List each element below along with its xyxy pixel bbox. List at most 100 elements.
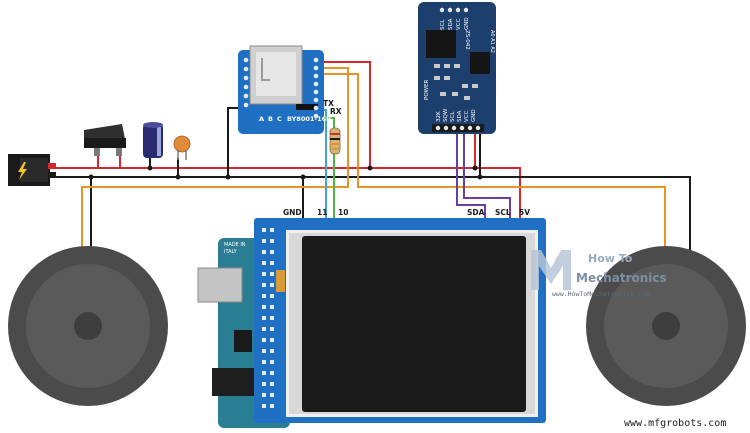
rtc-top-pin-vcc: VCC xyxy=(456,18,462,30)
rtc-pin-hole xyxy=(443,125,449,131)
rtc-smd-component xyxy=(454,64,460,68)
tft-screen xyxy=(302,236,526,412)
logo-line-1: How To xyxy=(588,252,633,265)
junction-dots xyxy=(88,165,483,180)
wire-labels: TX RX GND 11 10 SDA SCL 5V xyxy=(283,99,530,217)
shield-header-pin xyxy=(270,371,274,375)
rtc-pin-hole xyxy=(435,125,441,131)
label-pin-11: 11 xyxy=(317,208,327,217)
mp3-pin-hole xyxy=(313,57,319,63)
logo-url: www.HowToMechatronics.com xyxy=(552,290,650,298)
rtc-pin-scl: SCL xyxy=(450,111,456,122)
wire-junction xyxy=(367,165,373,171)
mp3-module: A B C BY8001-16P xyxy=(238,45,331,134)
mp3-pin-hole xyxy=(313,65,319,71)
mp3-pin-b: B xyxy=(268,115,273,123)
mp3-pin-hole xyxy=(243,84,249,90)
rtc-smd-component xyxy=(462,84,468,88)
wire-purple-sda xyxy=(456,133,486,218)
wire-purple-scl xyxy=(463,133,511,218)
arduino-italy-label: ITALY xyxy=(224,249,238,255)
shield-header-pin xyxy=(270,316,274,320)
rtc-top-pin-sda: SDA xyxy=(448,18,454,30)
wire-red-5v xyxy=(52,61,371,169)
shield-header-pin xyxy=(270,360,274,364)
wire-junction xyxy=(147,165,153,171)
wire-junction xyxy=(88,174,94,180)
mp3-pin-hole xyxy=(243,57,249,63)
shield-header-pin xyxy=(262,283,266,287)
shield-header-pin xyxy=(262,360,266,364)
shield-header-pin xyxy=(262,272,266,276)
rtc-module: SCL SDA VCC GND ZS-042 A0 A1 A2 POWER 32… xyxy=(418,2,496,134)
rtc-bottom-pin-labels: 32K SQW SCL SDA VCC GND xyxy=(436,108,477,122)
howtomechatronics-logo: How To Mechatronics www.HowToMechatronic… xyxy=(531,250,667,298)
rtc-address-labels: A0 A1 A2 xyxy=(489,30,495,53)
shield-header-pin xyxy=(262,316,266,320)
shield-header-pin xyxy=(262,393,266,397)
power-jack xyxy=(212,368,258,396)
rtc-smd-component xyxy=(472,84,478,88)
rtc-pin-hole xyxy=(467,125,473,131)
mp3-pin-hole xyxy=(313,89,319,95)
shield-header-pin xyxy=(262,382,266,386)
mp3-pin-c: C xyxy=(277,115,282,123)
rtc-pin-hole xyxy=(455,7,461,13)
arduino-made-in-label: MADE IN xyxy=(224,242,246,248)
rtc-pin-hole xyxy=(475,125,481,131)
shield-header-pin xyxy=(270,228,274,232)
watermark: www.mfgrobots.com xyxy=(624,418,726,429)
lightning-icon xyxy=(18,162,27,180)
shield-header-pin xyxy=(262,327,266,331)
rtc-power-label: POWER xyxy=(424,79,430,100)
label-tx: TX xyxy=(323,99,334,108)
shield-header-pin xyxy=(270,327,274,331)
shield-header-pin xyxy=(270,272,274,276)
rtc-pin-hole xyxy=(463,7,469,13)
shield-header-pin xyxy=(262,305,266,309)
speaker-right xyxy=(586,246,746,406)
shield-header-pin xyxy=(262,404,266,408)
shield-header-pin xyxy=(270,283,274,287)
mp3-pin-a: A xyxy=(259,115,264,123)
shield-header-pin xyxy=(270,239,274,243)
rtc-smd-component xyxy=(452,92,458,96)
rtc-top-pin-scl: SCL xyxy=(440,19,446,30)
usb-port xyxy=(197,267,243,303)
speaker-left xyxy=(8,246,168,406)
shield-header-pin xyxy=(262,228,266,232)
rtc-pin-hole xyxy=(447,7,453,13)
rtc-smd-component xyxy=(444,76,450,80)
label-gnd: GND xyxy=(283,208,302,217)
shield-header-pin xyxy=(270,261,274,265)
rtc-pin-32k: 32K xyxy=(436,111,442,122)
wire-junction xyxy=(175,174,181,180)
rtc-smd-component xyxy=(434,64,440,68)
shield-header-pin xyxy=(262,338,266,342)
ceramic-capacitor xyxy=(173,135,191,160)
rtc-smd-component xyxy=(440,92,446,96)
wire-orange-speaker-left xyxy=(81,67,349,250)
label-scl: SCL xyxy=(495,208,511,217)
rtc-smd-component xyxy=(464,96,470,100)
shield-header-pin xyxy=(262,250,266,254)
resistor xyxy=(329,127,341,155)
mp3-pin-hole xyxy=(313,81,319,87)
electrolytic-capacitor xyxy=(143,122,163,158)
rtc-pin-vcc: VCC xyxy=(464,110,470,122)
logo-line-2: Mechatronics xyxy=(576,271,667,285)
mp3-pin-hole xyxy=(313,73,319,79)
shield-header-pin xyxy=(262,349,266,353)
wire-junction xyxy=(300,174,306,180)
shield-header-pin xyxy=(270,393,274,397)
power-switch xyxy=(84,124,126,156)
rtc-pin-hole xyxy=(451,125,457,131)
rtc-pin-hole xyxy=(459,125,465,131)
tft-shield xyxy=(254,218,546,423)
mp3-pin-hole xyxy=(313,105,319,111)
logo-m-icon xyxy=(531,250,571,290)
mp3-part-number: BY8001-16P xyxy=(287,115,331,123)
mp3-pin-hole xyxy=(243,75,249,81)
shield-header-pin xyxy=(270,404,274,408)
rtc-pin-hole xyxy=(439,7,445,13)
